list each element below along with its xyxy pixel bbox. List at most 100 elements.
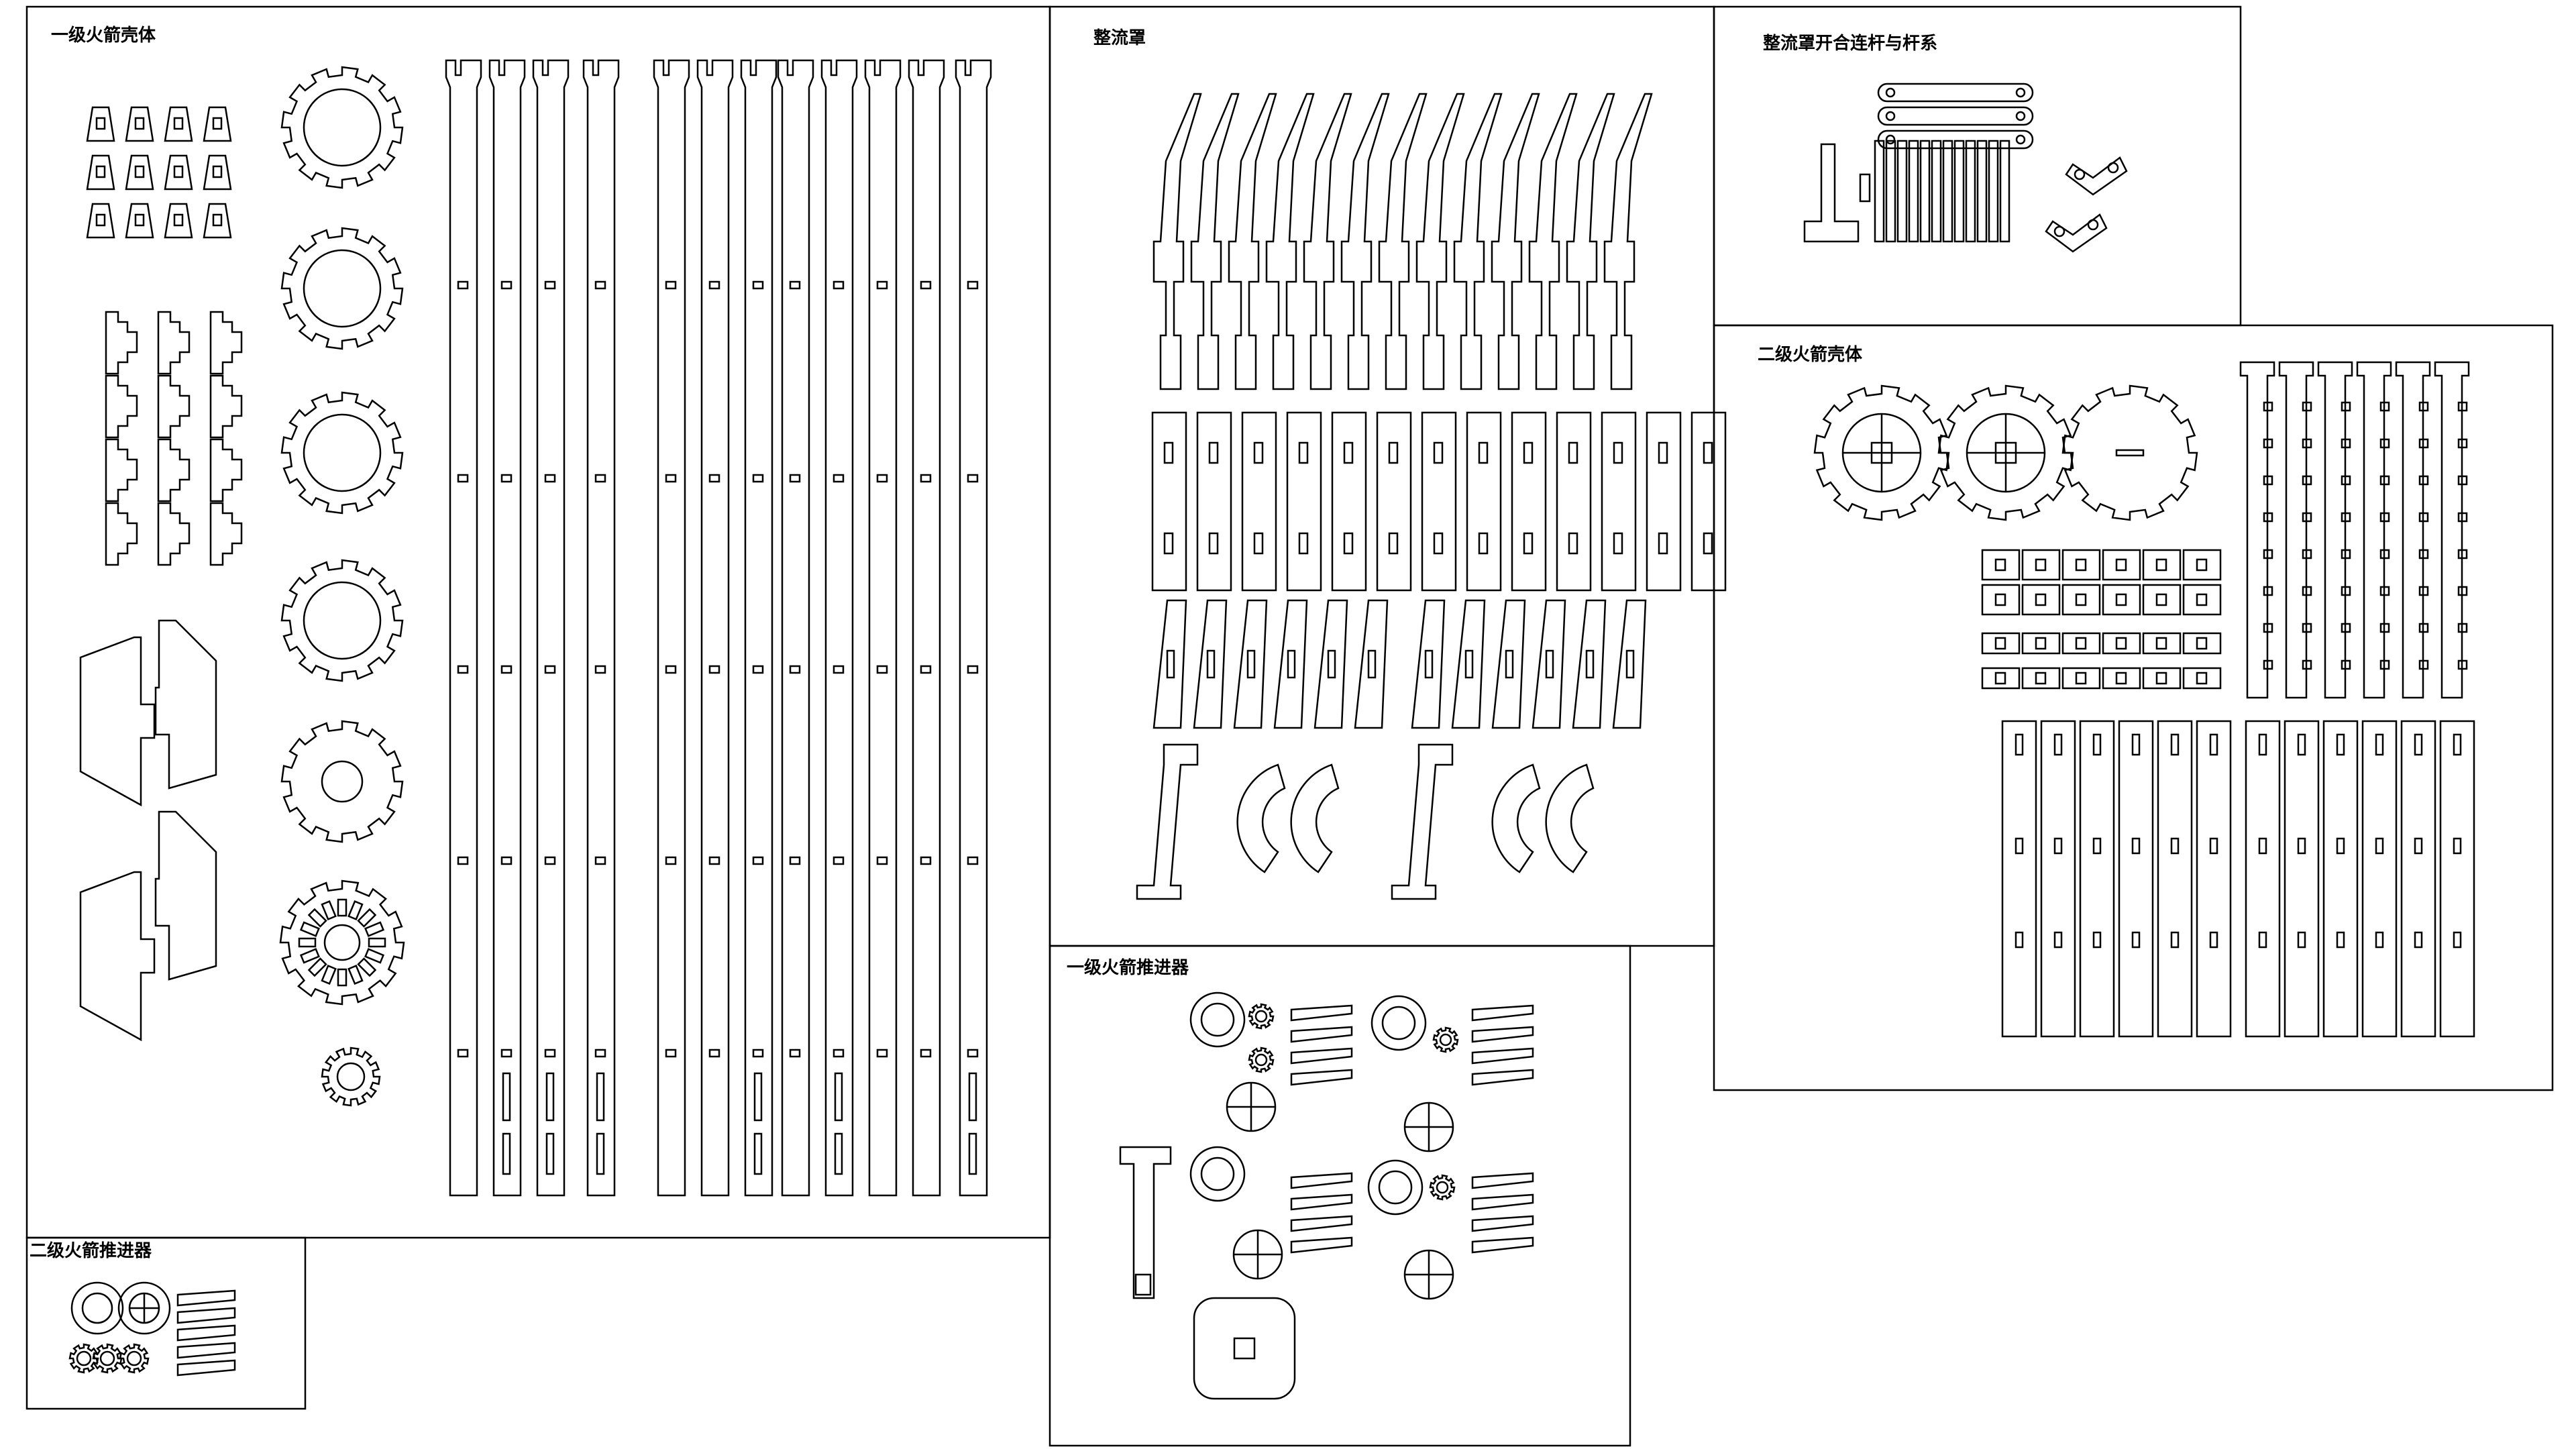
hull-strip-slot [544,474,556,483]
hull-strip-slot [752,1049,764,1058]
stage2-panel-slot [2053,733,2063,756]
stepped-side-piece [157,502,191,566]
fairing-panel [1151,411,1187,592]
bracket-hole [2074,168,2086,180]
stage2-rib-notch [2263,475,2273,486]
shell-tile [2142,584,2182,616]
stage2-rib-notch [2457,659,2468,670]
hull-strip-slot [500,280,513,290]
fairing-wedge [1354,599,1389,729]
thruster-gear [1432,1026,1459,1053]
stage2-panel-slot [2414,837,2423,855]
linkage-post [1803,143,1860,243]
fairing-wedge-slot [1505,649,1514,679]
hull-strip-slot [594,280,606,290]
thruster-ring-inner [1200,1002,1235,1037]
stage2-panel-slot [2209,931,2218,949]
hull-strip [908,59,945,1197]
stepped-side-piece [209,502,243,566]
nozzle-vane [176,1289,236,1307]
trapezoid-pad-slot [212,213,223,227]
stage2-panel [2040,720,2076,1038]
hull-strip-slot [457,665,469,674]
cross-brace [129,1293,159,1323]
thruster-gear [1429,1174,1456,1201]
fairing-rib [1528,93,1578,390]
stage2-panel-slot [2297,931,2306,949]
stage2-rib-notch [2457,438,2468,449]
fairing-panel [1331,411,1367,592]
stage2-rib-notch [2341,475,2351,486]
mini-gear [92,1343,123,1374]
trapezoid-pad [164,203,193,239]
stage2-rib-notch [2418,586,2429,596]
thruster-gear [1248,1046,1275,1073]
shell-tile-slot [2155,672,2167,685]
trapezoid-pad [86,106,115,142]
hull-strip-slot [833,856,845,865]
stage2-panel [2157,720,2193,1038]
thruster-vane [1290,1026,1353,1043]
bulkhead-gear-slot [321,900,337,920]
trapezoid-pad [164,154,193,191]
thruster-gear [1248,1003,1275,1030]
hull-strip-slot [752,280,764,290]
shell-tile [2102,584,2141,616]
hull-strip [488,59,526,1197]
stage2-rib-notch [2341,549,2351,559]
sheet-border-stage2-shell [1713,324,2554,1091]
fairing-rib [1265,93,1315,390]
stage2-rib-notch [2302,586,2312,596]
hull-strip [864,59,902,1197]
fairing-wedge-slot [1585,649,1595,679]
trapezoid-pad [203,106,232,142]
hull-strip-slot [967,665,979,674]
hull-strip-long-slot [502,1132,511,1175]
linkage-bar-hole [1885,87,1896,98]
stage2-rib-notch [2379,401,2390,412]
stage2-panel-slot [2375,837,2384,855]
stage2-rib-notch [2302,623,2312,633]
fin-plate [79,636,156,807]
fairing-panel [1556,411,1592,592]
bulkhead-gear-slot [347,965,364,985]
stage2-panel-slot [2258,837,2267,855]
shell-tile [2021,584,2061,616]
stage2-rib-notch [2457,401,2468,412]
stage2-rib-notch [2263,549,2273,559]
stage2-panel-slot [2092,837,2102,855]
shell-tile-slot [1994,593,2006,606]
stage2-rib-notch [2302,438,2312,449]
stepped-side-piece [105,438,138,502]
thruster-gear-hole [1254,1053,1268,1067]
fairing-wedge-slot [1464,649,1474,679]
stage2-panel-slot [2336,733,2345,756]
fairing-wedge [1572,599,1607,729]
stepped-side-piece [157,438,191,502]
fairing-wedge-slot [1327,649,1336,679]
stage2-panel-slot [2258,931,2267,949]
stage2-panel-slot [2015,837,2024,855]
fairing-rib [1566,93,1615,390]
bulkhead-gear-hole [303,581,382,660]
hull-strip-slot [876,1049,888,1058]
sheet-label-fairing: 整流罩 [1093,28,1146,48]
stage2-panel-slot [2015,733,2024,756]
thruster-vane [1471,1026,1534,1043]
thruster-vane [1290,1047,1353,1065]
fairing-wedge [1411,599,1446,729]
fairing-panel [1646,411,1682,592]
fairing-panel-slot [1163,441,1174,464]
bulkhead-gear-slot [299,921,320,937]
stage2-panel [2284,720,2320,1038]
hull-strip [653,59,690,1197]
sheet-border-stage2-thruster [25,1236,307,1410]
fin-plate [154,810,217,981]
fairing-panel-slot [1253,532,1264,555]
bulkhead-gear-slot [364,948,385,964]
stepped-side-piece [209,374,243,439]
fairing-wedge-slot [1545,649,1554,679]
stage2-panel [2079,720,2115,1038]
fairing-rib [1491,93,1540,390]
stage2-panel-slot [2170,931,2180,949]
